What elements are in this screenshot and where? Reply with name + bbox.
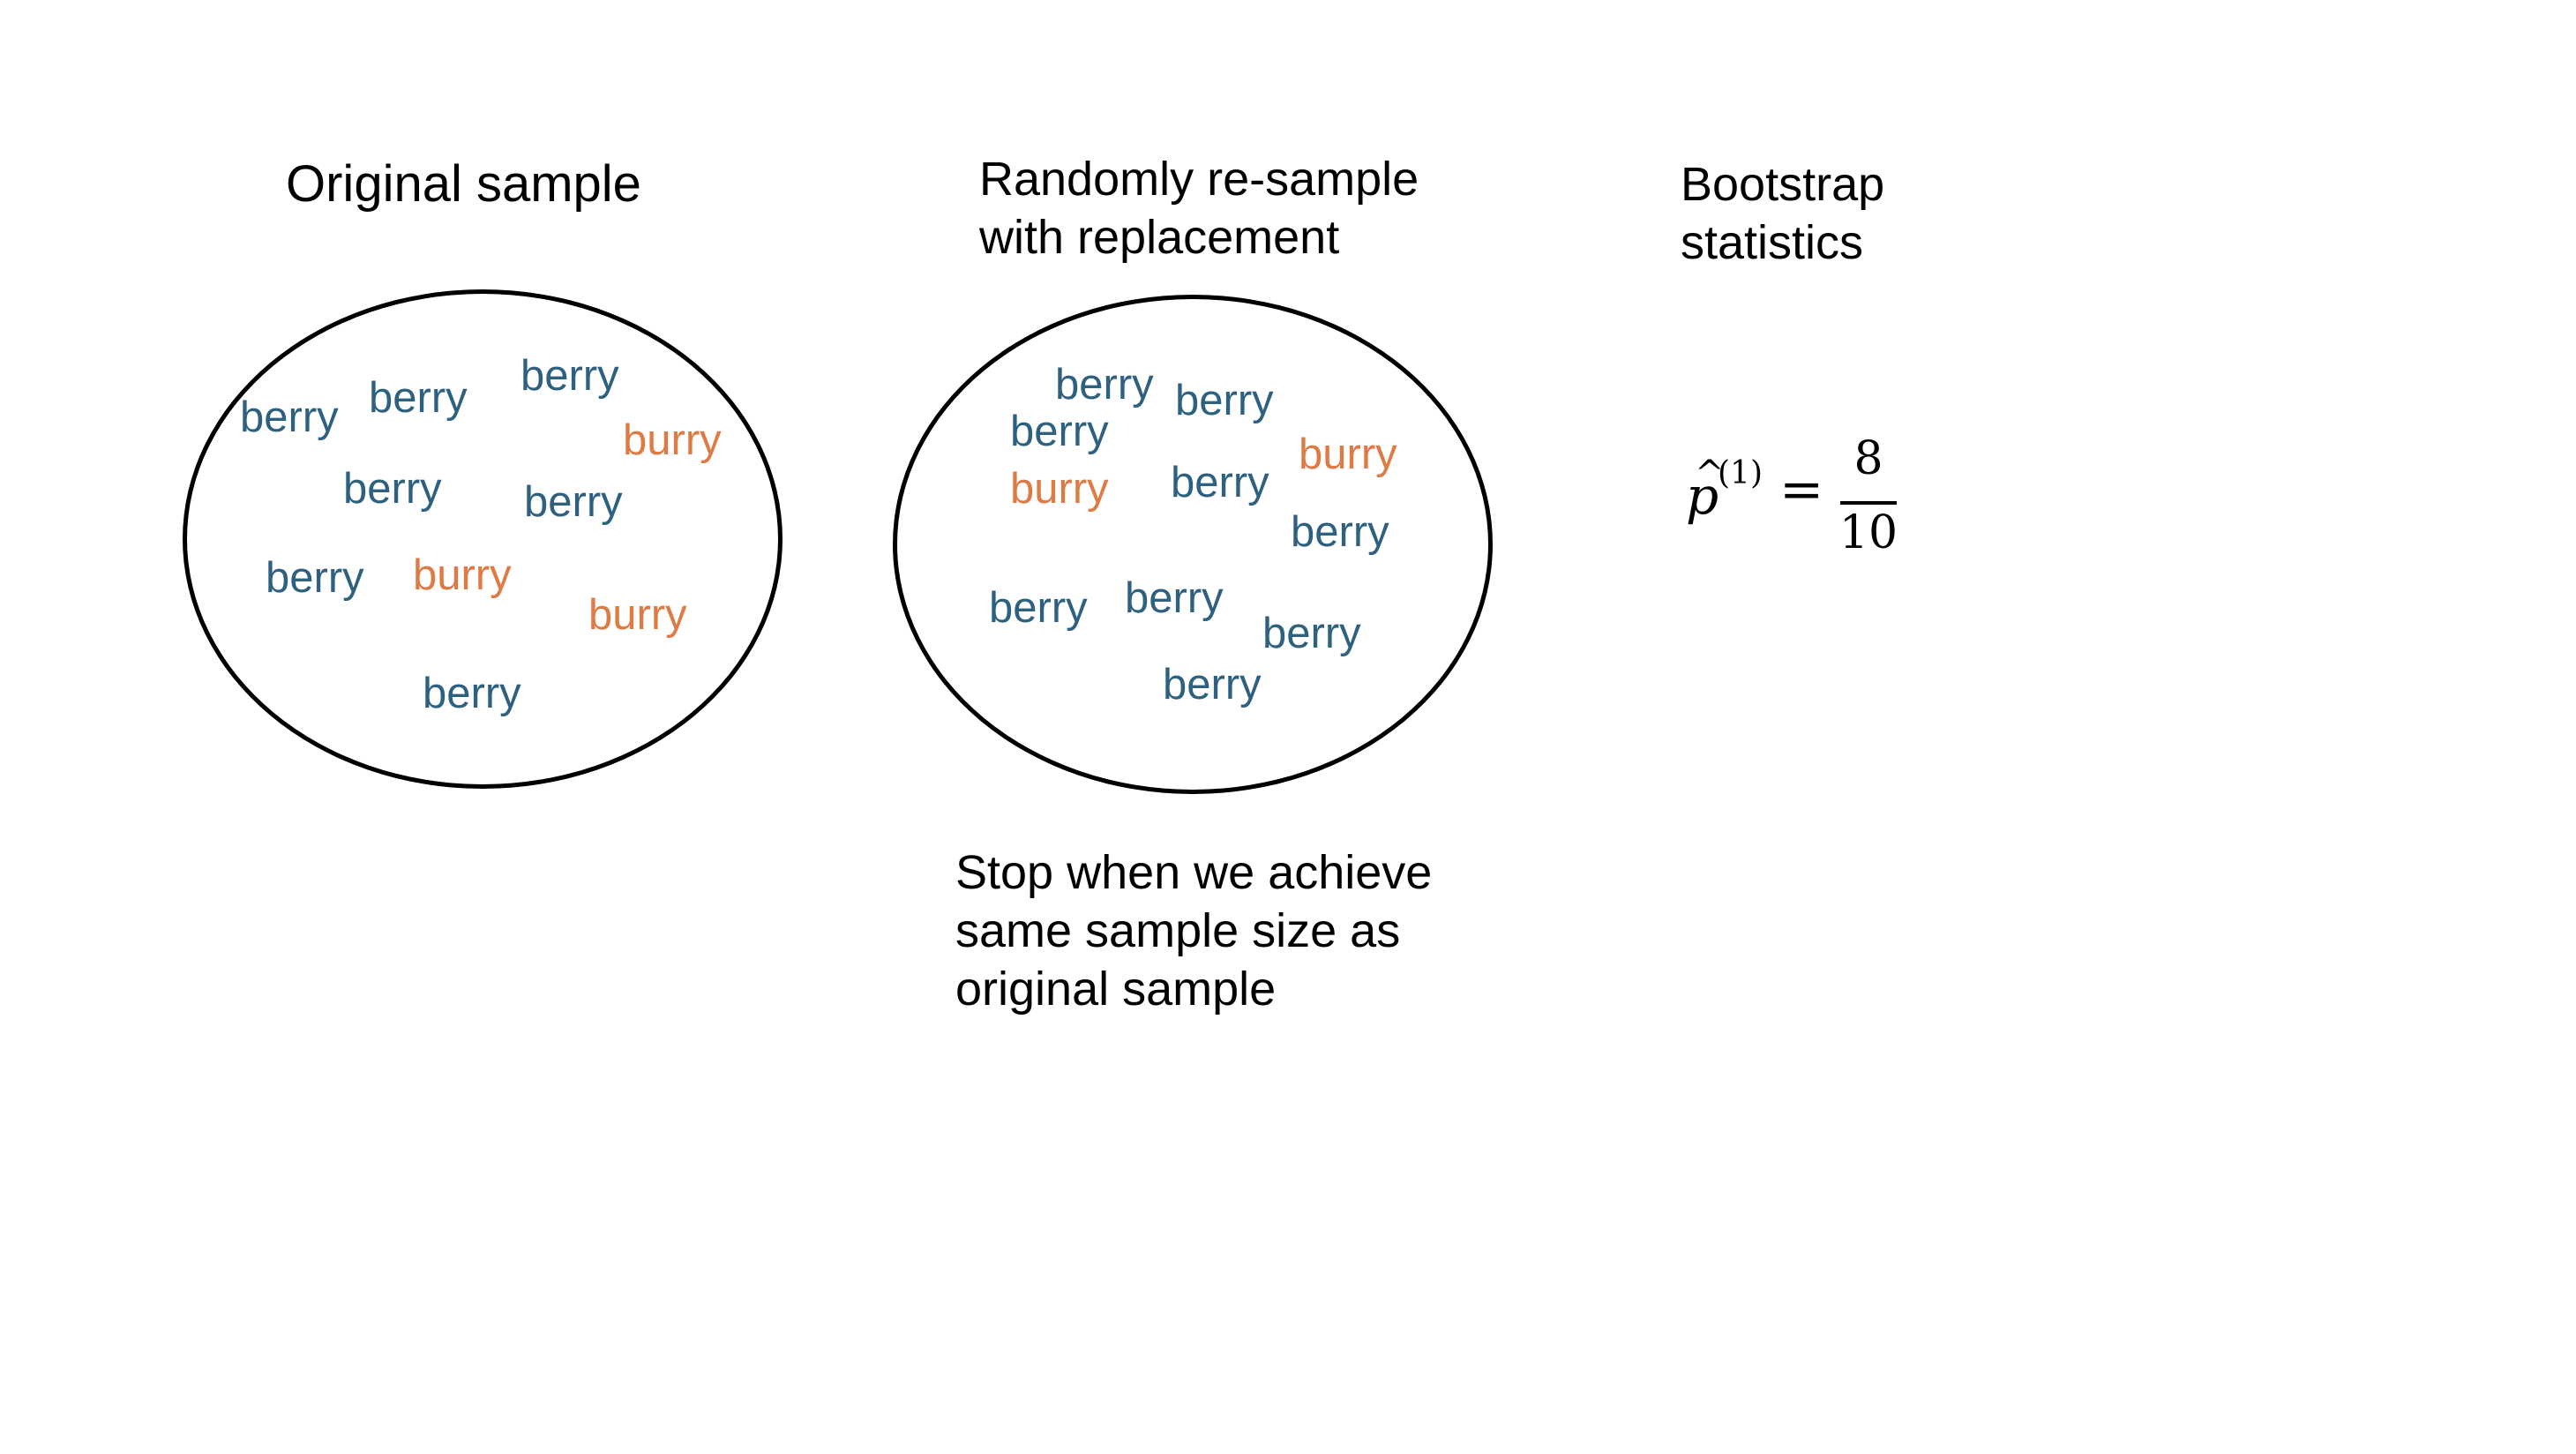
original-word-burry: burry [413,551,512,599]
resample-word-berry: berry [1010,408,1109,455]
resample-word-berry: berry [1055,361,1154,408]
resample-word-berry: berry [1175,377,1274,424]
fraction-numerator: 8 [1853,432,1883,485]
bootstrap-formula: p ^ (1) = 8 10 [1681,432,1910,573]
resample-ellipse [893,295,1493,794]
fraction-bar [1840,501,1897,505]
original-word-berry: berry [266,554,364,602]
resample-word-berry: berry [1125,574,1224,622]
original-word-berry: berry [423,670,521,717]
resample-word-burry: burry [1299,431,1397,478]
original-word-burry: burry [623,416,722,464]
original-word-berry: berry [524,478,623,526]
p-hat-symbol: p [1686,466,1719,526]
superscript-index: (1) [1718,455,1763,491]
original-sample-title: Original sample [286,155,641,213]
original-word-berry: berry [343,465,442,513]
resample-word-berry: berry [1262,610,1361,657]
resample-word-berry: berry [1171,459,1269,506]
original-word-berry: berry [520,352,619,400]
resample-stop-note: Stop when we achieve same sample size as… [955,846,1433,1016]
bootstrap-title: Bootstrap statistics [1681,158,1885,269]
original-word-burry: burry [588,591,687,639]
hat-accent: ^ [1695,453,1725,494]
original-word-berry: berry [369,374,468,422]
resample-word-burry: burry [1010,465,1109,513]
original-word-berry: berry [240,393,339,441]
fraction-denominator: 10 [1838,506,1898,559]
resample-word-berry: berry [1291,508,1389,556]
resample-word-berry: berry [989,584,1088,632]
resample-word-berry: berry [1163,661,1262,708]
equals-sign: = [1779,459,1824,521]
resample-title: Randomly re-sample with replacement [979,153,1419,264]
original-sample-ellipse [183,289,783,789]
